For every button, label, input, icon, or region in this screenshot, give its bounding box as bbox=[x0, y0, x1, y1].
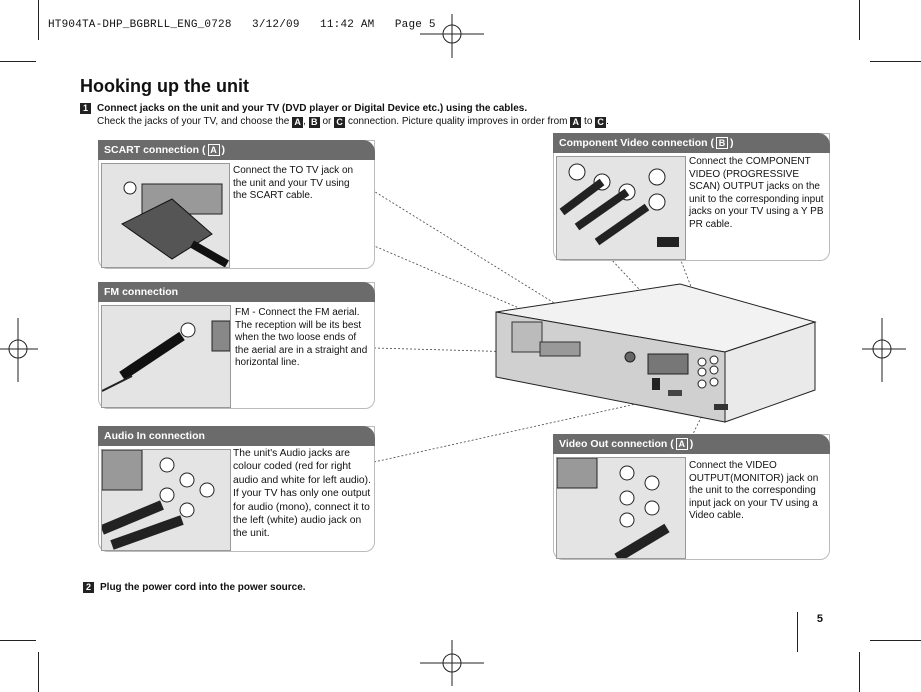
step-1-instruction: Check the jacks of your TV, and choose t… bbox=[97, 116, 609, 128]
crop-mark bbox=[38, 0, 39, 40]
component-video-connection-panel: Component Video connection (B) Connect t… bbox=[553, 133, 830, 261]
step-2-text: Plug the power cord into the power sourc… bbox=[100, 582, 306, 593]
crop-mark bbox=[0, 61, 36, 62]
crop-mark bbox=[870, 61, 921, 62]
step-number: 1 bbox=[80, 103, 91, 114]
fm-description: FM - Connect the FM aerial. The receptio… bbox=[235, 307, 368, 368]
step-number: 2 bbox=[83, 582, 94, 593]
crop-mark bbox=[859, 0, 860, 40]
letter-badge-a: A bbox=[207, 144, 220, 156]
letter-badge-c: C bbox=[595, 117, 607, 128]
crop-mark bbox=[0, 640, 36, 641]
letter-badge-b: B bbox=[715, 137, 728, 149]
crop-mark bbox=[859, 652, 860, 692]
print-slug: HT904TA-DHP_BGBRLL_ENG_0728 3/12/09 11:4… bbox=[48, 19, 436, 31]
crop-mark bbox=[870, 640, 921, 641]
video-out-connection-panel: Video Out connection (A) Connect the VID… bbox=[553, 434, 830, 560]
video-out-description: Connect the VIDEO OUTPUT(MONITOR) jack o… bbox=[689, 460, 819, 521]
scart-description: Connect the TO TV jack on the unit and y… bbox=[233, 165, 354, 201]
audio-in-connection-panel: Audio In connection The unit's Audio jac… bbox=[98, 426, 375, 552]
audio-jack-illustration bbox=[101, 449, 231, 551]
scart-connection-panel: SCART connection (A) Connect the TO TV j… bbox=[98, 140, 375, 269]
panel-header: Video Out connection (A) bbox=[553, 434, 830, 454]
crop-mark bbox=[38, 652, 39, 692]
panel-header: Component Video connection (B) bbox=[553, 133, 830, 153]
component-cable-illustration bbox=[556, 156, 686, 260]
panel-header: Audio In connection bbox=[98, 426, 375, 446]
crop-mark bbox=[797, 612, 798, 652]
letter-badge-a: A bbox=[570, 117, 582, 128]
step-2: 2 Plug the power cord into the power sou… bbox=[83, 582, 306, 593]
panel-header: SCART connection (A) bbox=[98, 140, 375, 160]
step-1-heading: Connect jacks on the unit and your TV (D… bbox=[97, 103, 528, 114]
video-cable-illustration bbox=[556, 457, 686, 559]
letter-badge-c: C bbox=[334, 117, 346, 128]
letter-badge-a: A bbox=[675, 438, 688, 450]
panel-header: FM connection bbox=[98, 282, 375, 302]
component-description: Connect the COMPONENT VIDEO (PROGRESSIVE… bbox=[689, 156, 824, 230]
letter-badge-b: B bbox=[308, 117, 320, 128]
audio-description: The unit's Audio jacks are colour coded … bbox=[233, 448, 371, 540]
receiver-unit-illustration bbox=[495, 283, 817, 423]
letter-badge-a: A bbox=[292, 117, 304, 128]
fm-connection-panel: FM connection FM - Connect the FM aerial… bbox=[98, 282, 375, 409]
page-title: Hooking up the unit bbox=[80, 76, 249, 96]
fm-aerial-illustration bbox=[101, 305, 231, 408]
step-1: 1 Connect jacks on the unit and your TV … bbox=[80, 103, 680, 128]
scart-cable-illustration bbox=[101, 163, 230, 268]
page-number: 5 bbox=[816, 613, 823, 625]
